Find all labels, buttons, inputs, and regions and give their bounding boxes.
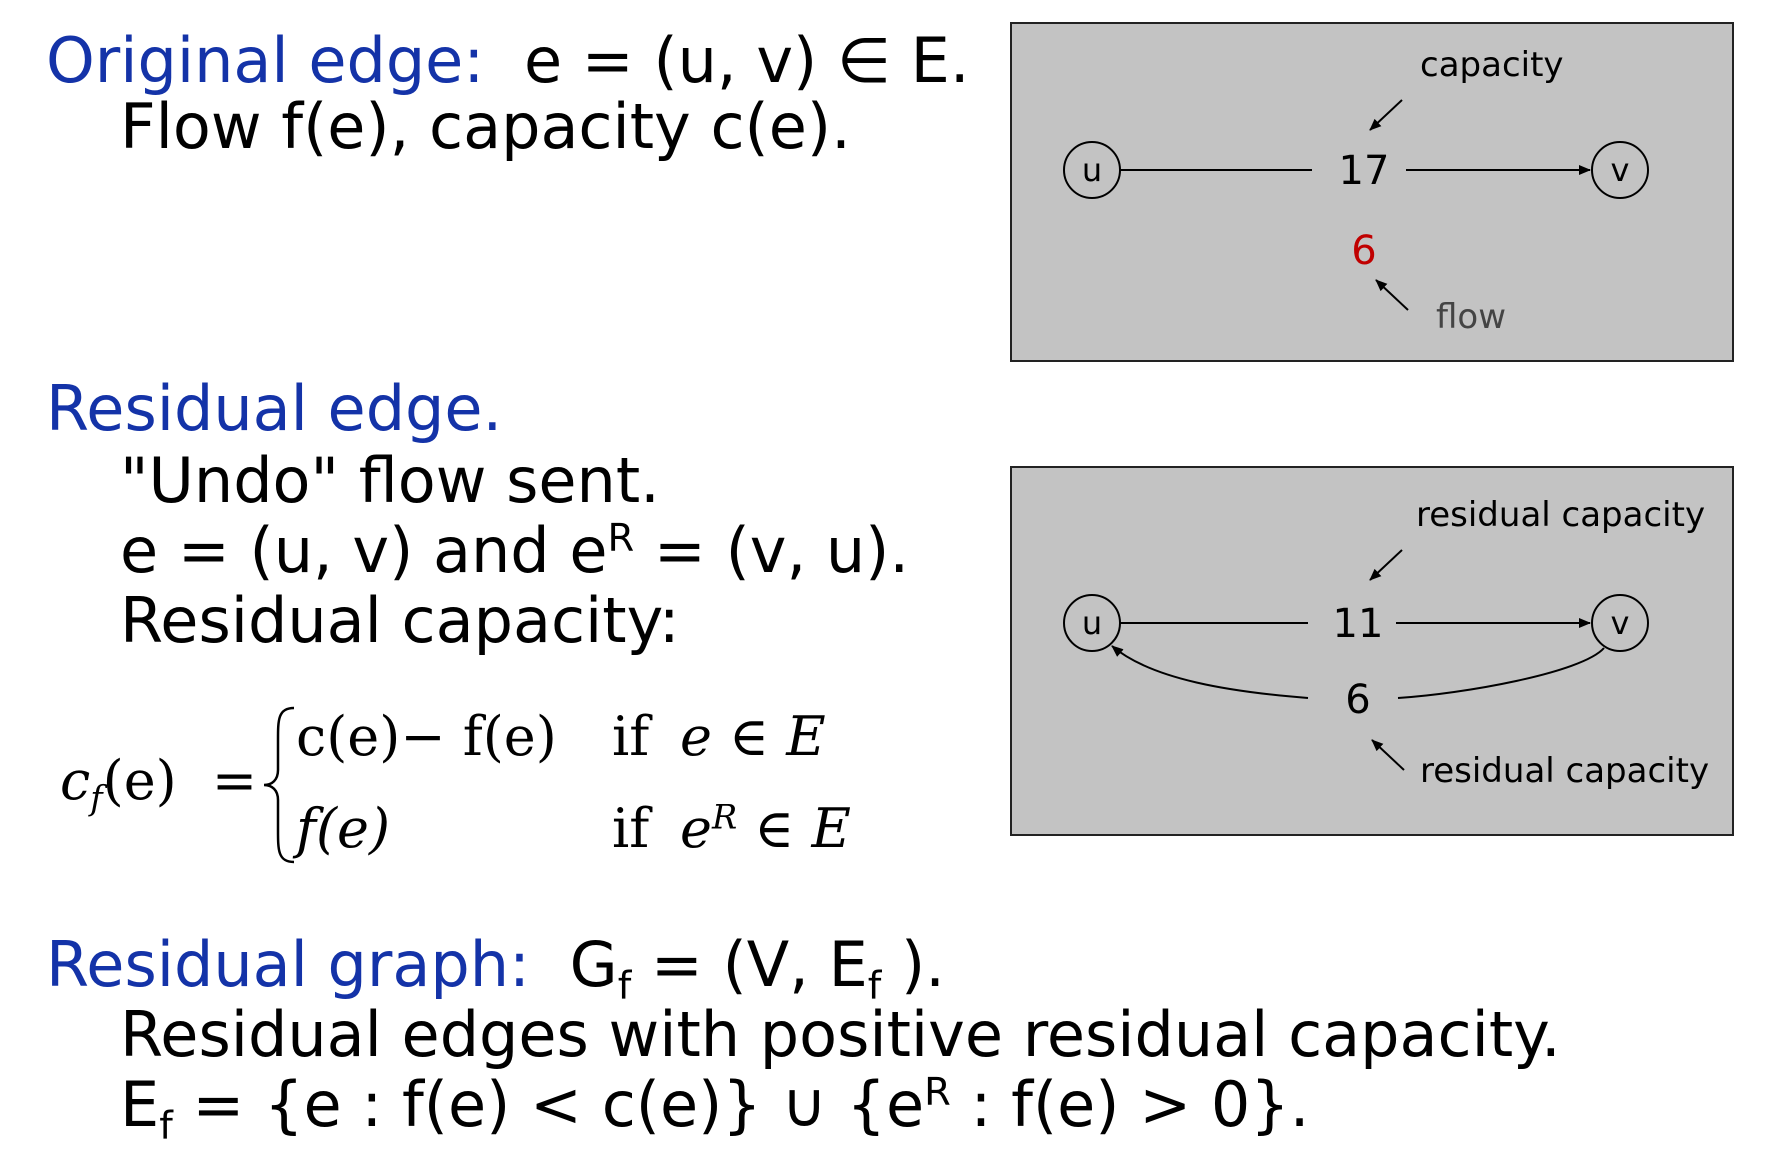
capacity-pointer — [1369, 99, 1403, 131]
bottom-label-pointer — [1371, 739, 1405, 771]
reverse-edge-text-a: e = (u, v) and e — [120, 514, 608, 587]
formula-equals: = — [211, 749, 258, 812]
node-v-label: v — [1611, 151, 1630, 189]
residual-graph-heading: Residual graph: Gf = (V, Ef ). — [46, 934, 945, 1006]
node-v-circle — [1591, 141, 1649, 199]
formula-case2-if: if — [612, 797, 650, 860]
formula-lhs-rest: (e) — [102, 749, 177, 812]
edge-set-end: : f(e) > 0}. — [950, 1068, 1310, 1141]
forward-residual-value: 11 — [1333, 601, 1384, 647]
backward-residual-value: 6 — [1345, 677, 1370, 723]
residual-edge-heading: Residual edge. — [46, 372, 503, 445]
residual-capacity-formula: cf(e) = c(e)− f(e) if e ∈ E f(e) if eR ∈… — [60, 700, 880, 870]
residual-edge-svg: u v 11 6 residual capacity residual capa… — [1063, 495, 1709, 791]
graph-def-sub1: f — [617, 963, 632, 1009]
reverse-edge-sup: R — [607, 515, 635, 561]
node-u-label-residual: u — [1082, 604, 1102, 642]
formula-case2-e: e — [680, 797, 712, 860]
residual-edge-diagram: u v 11 6 residual capacity residual capa… — [1010, 466, 1734, 836]
capacity-label: capacity — [1420, 45, 1564, 85]
flow-pointer — [1375, 279, 1409, 311]
edge-set-sub: f — [159, 1103, 173, 1149]
formula-case2-cond: eR ∈ E — [680, 800, 851, 856]
residual-graph-definition: Gf = (V, Ef ). — [569, 928, 945, 1006]
edge-set-line: Ef = {e : f(e) < c(e)} ∪ {eR : f(e) > 0}… — [120, 1073, 1309, 1145]
graph-def-end: ). — [881, 928, 945, 1001]
edge-set-e: E — [120, 1068, 160, 1141]
undo-flow-line: "Undo" flow sent. — [120, 444, 660, 517]
formula-case2-rest: ∈ E — [737, 797, 851, 860]
residual-graph-title: Residual graph: — [46, 928, 530, 1001]
node-u-label: u — [1082, 151, 1102, 189]
backward-edge-right — [1397, 647, 1605, 699]
edge-set-sup: R — [924, 1069, 951, 1115]
top-label-pointer — [1369, 549, 1403, 581]
flow-capacity-line: Flow f(e), capacity c(e). — [120, 90, 851, 163]
formula-lhs-c: c — [60, 749, 91, 812]
formula-case2-expr: f(e) — [296, 797, 391, 860]
residual-capacity-line: Residual capacity: — [120, 584, 680, 657]
graph-def-sub2: f — [867, 963, 882, 1009]
residual-capacity-label-top: residual capacity — [1416, 495, 1705, 535]
formula-case1-cond: e ∈ E — [680, 705, 826, 768]
formula-case2-sup: R — [711, 797, 738, 837]
original-edge-heading: Original edge: e = (u, v) ∈ E. — [46, 30, 970, 92]
flow-label: flow — [1436, 297, 1506, 337]
residual-edges-line: Residual edges with positive residual ca… — [120, 998, 1561, 1071]
flow-value: 6 — [1351, 228, 1376, 274]
edge-set-mid: = {e : f(e) < c(e)} ∪ {e — [172, 1068, 925, 1141]
original-edge-svg: u v 17 6 capacity flow — [1063, 45, 1649, 337]
formula-case1-if: if — [612, 705, 650, 768]
capacity-value: 17 — [1339, 148, 1390, 194]
backward-edge-left — [1111, 645, 1309, 699]
graph-def-g: G — [569, 928, 618, 1001]
reverse-edge-line: e = (u, v) and eR = (v, u). — [120, 519, 909, 582]
formula-lhs-sub: f — [90, 778, 103, 818]
original-edge-diagram: u v 17 6 capacity flow — [1010, 22, 1734, 362]
formula-case1-expr: c(e)− f(e) — [296, 705, 557, 768]
node-v-circle-residual — [1591, 594, 1649, 652]
formula-brace — [263, 706, 295, 864]
node-v-label-residual: v — [1611, 604, 1630, 642]
graph-def-mid: = (V, E — [631, 928, 868, 1001]
reverse-edge-text-b: = (v, u). — [634, 514, 910, 587]
formula-lhs: cf(e) = — [60, 754, 257, 815]
original-edge-title: Original edge: — [46, 24, 485, 97]
residual-capacity-label-bottom: residual capacity — [1420, 751, 1709, 791]
original-edge-definition: e = (u, v) ∈ E. — [523, 24, 970, 97]
